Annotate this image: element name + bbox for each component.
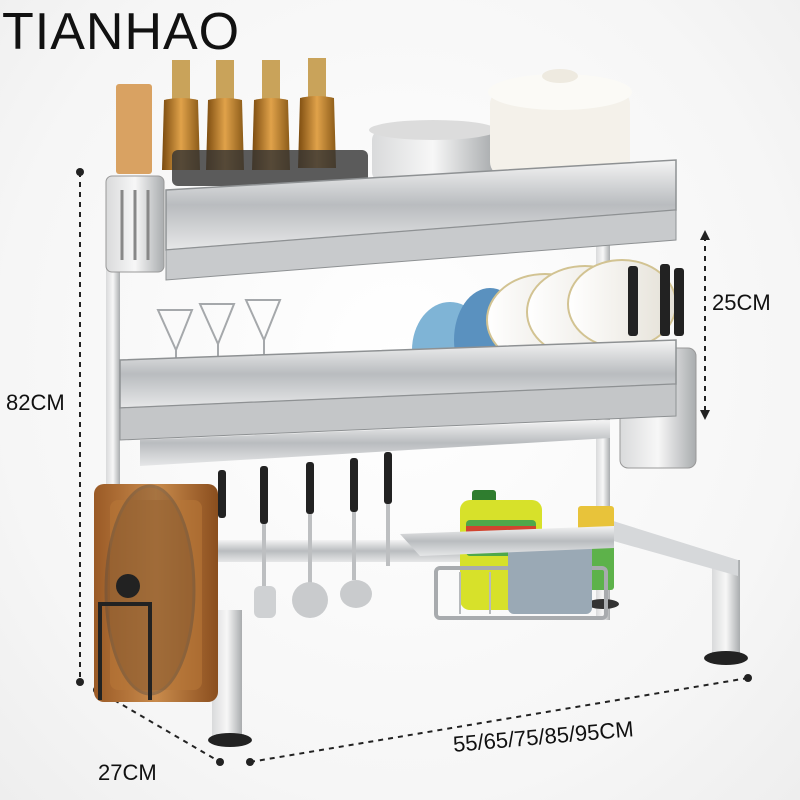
shelf-gap-label: 25CM bbox=[712, 290, 771, 315]
pot-lid bbox=[98, 484, 196, 700]
cooking-pots bbox=[369, 69, 632, 182]
top-shelf bbox=[165, 159, 677, 281]
arrow-up-icon bbox=[700, 230, 710, 420]
oil-bottles bbox=[116, 58, 368, 186]
sink-caddy bbox=[400, 526, 614, 620]
depth-label: 27CM bbox=[98, 760, 157, 785]
utensil-holder bbox=[105, 175, 165, 273]
brand-logo: TIANHAO bbox=[2, 3, 241, 61]
cutting-board bbox=[94, 484, 218, 702]
hanging-utensils bbox=[218, 452, 392, 618]
middle-shelf bbox=[119, 339, 677, 466]
height-label: 82CM bbox=[6, 390, 65, 415]
